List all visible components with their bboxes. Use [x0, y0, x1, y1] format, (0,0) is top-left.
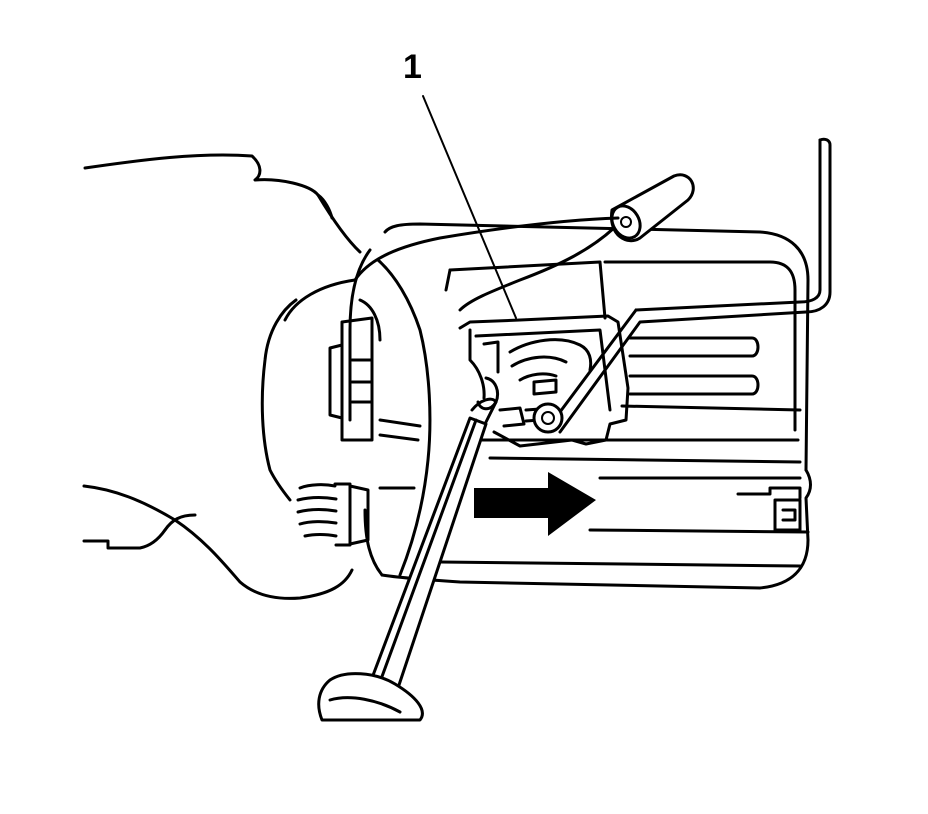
callout-1-leader [422, 95, 517, 319]
float-assembly [283, 137, 832, 434]
screwdriver [317, 397, 498, 722]
hand [82, 153, 362, 600]
callout-1: 1 [403, 48, 517, 319]
connector [328, 316, 422, 490]
line-fitting [296, 482, 370, 547]
direction-arrow [474, 472, 596, 536]
module-housing [348, 222, 812, 590]
retainer-detail [458, 314, 630, 448]
callout-1-label: 1 [403, 48, 422, 86]
